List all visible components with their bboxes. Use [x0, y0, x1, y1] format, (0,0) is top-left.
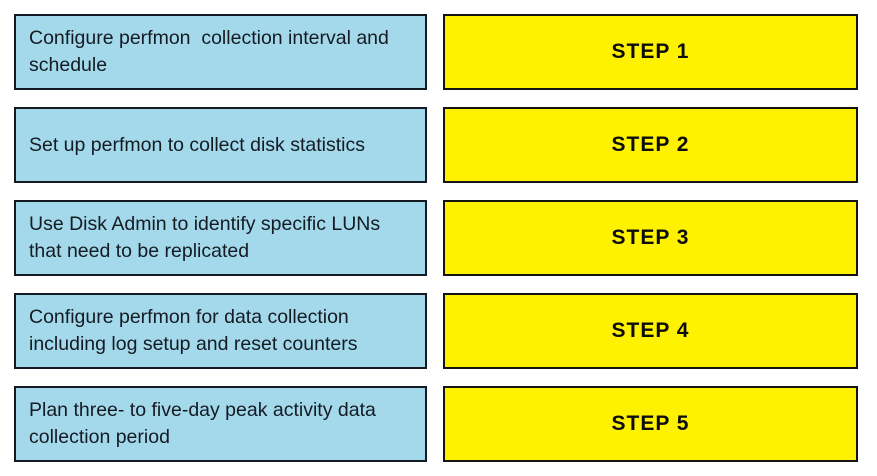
task-option-2[interactable]: Set up perfmon to collect disk statistic…	[14, 107, 427, 183]
step-target-3[interactable]: STEP 3	[443, 200, 858, 276]
step-target-1-label: STEP 1	[611, 40, 690, 63]
task-option-5[interactable]: Plan three- to five-day peak activity da…	[14, 386, 427, 462]
step-target-5[interactable]: STEP 5	[443, 386, 858, 462]
task-option-4[interactable]: Configure perfmon for data collection in…	[14, 293, 427, 369]
row-3: Use Disk Admin to identify specific LUNs…	[14, 200, 858, 276]
step-target-4-label: STEP 4	[611, 319, 690, 342]
step-target-2-label: STEP 2	[611, 133, 690, 156]
step-target-5-label: STEP 5	[611, 412, 690, 435]
step-target-2[interactable]: STEP 2	[443, 107, 858, 183]
step-target-4[interactable]: STEP 4	[443, 293, 858, 369]
step-target-3-label: STEP 3	[611, 226, 690, 249]
task-option-3-label: Use Disk Admin to identify specific LUNs…	[29, 213, 386, 262]
task-option-1[interactable]: Configure perfmon collection interval an…	[14, 14, 427, 90]
row-4: Configure perfmon for data collection in…	[14, 293, 858, 369]
row-5: Plan three- to five-day peak activity da…	[14, 386, 858, 462]
task-option-5-label: Plan three- to five-day peak activity da…	[29, 399, 382, 448]
step-target-1[interactable]: STEP 1	[443, 14, 858, 90]
task-option-2-label: Set up perfmon to collect disk statistic…	[29, 133, 365, 156]
task-option-4-label: Configure perfmon for data collection in…	[29, 306, 358, 355]
row-2: Set up perfmon to collect disk statistic…	[14, 107, 858, 183]
row-1: Configure perfmon collection interval an…	[14, 14, 858, 90]
task-option-1-label: Configure perfmon collection interval an…	[29, 27, 395, 76]
task-option-3[interactable]: Use Disk Admin to identify specific LUNs…	[14, 200, 427, 276]
rows-container: Configure perfmon collection interval an…	[14, 14, 858, 462]
